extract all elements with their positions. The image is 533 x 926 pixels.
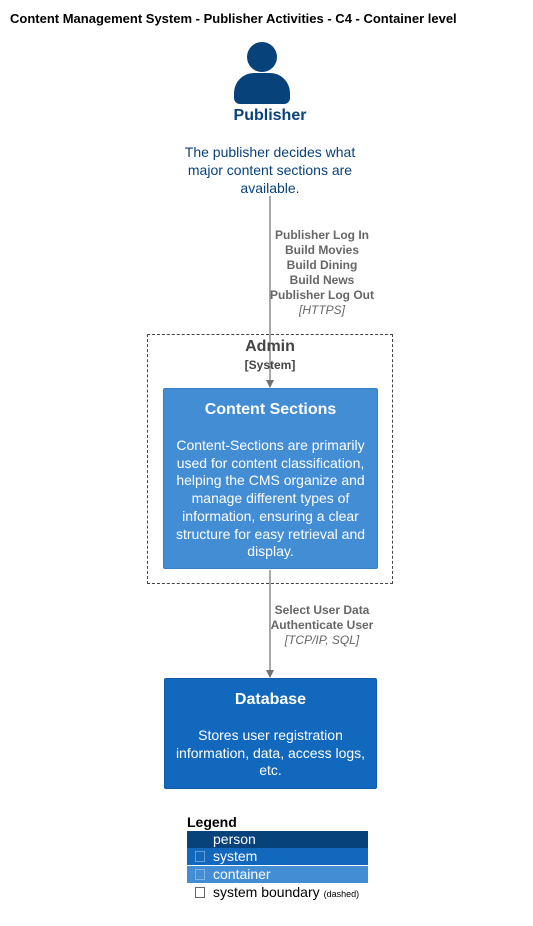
edge-technology-https: [HTTPS] — [298, 303, 345, 317]
edge-technology-sql: [TCP/IP, SQL] — [284, 633, 360, 647]
legend-title: Legend — [187, 814, 237, 830]
edge-label-database-actions: Select User Data Authenticate User — [270, 603, 374, 632]
legend-swatch-icon — [195, 869, 205, 880]
database-name: Database — [234, 691, 307, 708]
database-description: Stores user registration information, da… — [175, 727, 366, 779]
system-boundary-admin — [147, 334, 393, 584]
legend-swatch-icon — [195, 887, 205, 898]
legend-swatch-icon — [195, 851, 205, 862]
legend-item-person: person — [187, 831, 368, 848]
edge-label-publisher-actions: Publisher Log In Build Movies Build Dini… — [270, 228, 374, 302]
container-content-sections[interactable]: Content Sections Content-Sections are pr… — [163, 388, 378, 569]
legend-label-wrap: system boundary(dashed) — [213, 884, 359, 903]
person-description: The publisher decides what major content… — [184, 144, 356, 196]
legend-label: person — [213, 831, 256, 847]
person-icon — [247, 42, 277, 72]
legend-item-system: system — [187, 848, 368, 865]
legend-label: system — [213, 848, 258, 864]
diagram-title: Content Management System - Publisher Ac… — [10, 11, 457, 26]
boundary-type: [System] — [244, 358, 296, 372]
container-description: Content-Sections are primarily used for … — [175, 437, 366, 560]
container-database[interactable]: Database Stores user registration inform… — [164, 678, 377, 789]
legend-item-container: container — [187, 866, 368, 883]
container-name: Content Sections — [204, 401, 337, 418]
person-icon-body — [234, 73, 290, 104]
legend-note: (dashed) — [323, 889, 360, 899]
legend-label: container — [213, 866, 271, 882]
legend-label: system boundary — [213, 884, 320, 900]
legend-item-system-boundary: system boundary(dashed) — [187, 884, 368, 901]
person-publisher[interactable]: Publisher — [220, 42, 320, 127]
boundary-name: Admin — [245, 338, 295, 355]
person-name: Publisher — [233, 107, 307, 124]
